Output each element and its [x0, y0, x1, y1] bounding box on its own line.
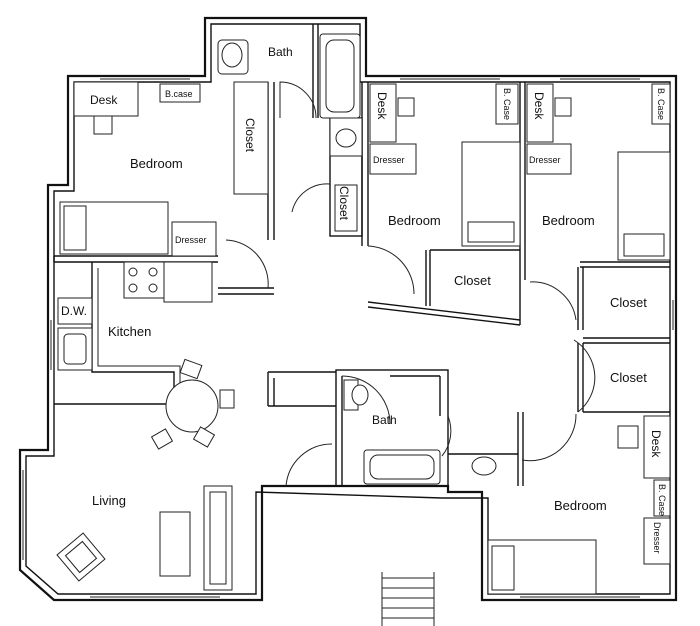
- bedroom-se-furniture: [487, 415, 671, 595]
- furniture-label-bcase-n1: B. Case: [502, 88, 512, 120]
- room-label-closet-hall: Closet: [337, 186, 351, 221]
- bath-top-fixtures: [217, 33, 363, 157]
- room-label-kitchen: Kitchen: [108, 324, 151, 339]
- bedroom-n1-furniture: [369, 83, 521, 247]
- furniture-label-bcase-nw: B.case: [165, 89, 193, 99]
- kitchen-fixtures: [57, 261, 213, 371]
- bedroom-nw-furniture: [59, 81, 269, 257]
- doors: [225, 81, 596, 487]
- room-label-living: Living: [92, 493, 126, 508]
- bedroom-n2-furniture: [526, 83, 671, 261]
- furniture-label-bcase-se: B. Case: [657, 484, 667, 516]
- exterior-walls: [18, 16, 678, 602]
- dining-table: [150, 358, 235, 450]
- room-label-bath-mid: Bath: [372, 413, 397, 427]
- furniture-label-desk-nw: Desk: [90, 93, 118, 107]
- furniture-label-dresser-se: Dresser: [652, 522, 662, 554]
- entry-stairs: [381, 572, 435, 626]
- furniture-label-dishwasher: D.W.: [61, 304, 87, 318]
- furniture-label-dresser-n2: Dresser: [529, 155, 561, 165]
- room-label-bedroom-se: Bedroom: [554, 498, 607, 513]
- room-label-bedroom-n1: Bedroom: [388, 213, 441, 228]
- furniture-label-desk-n1: Desk: [375, 92, 389, 120]
- room-label-closet-e2: Closet: [610, 370, 647, 385]
- furniture-label-desk-n2: Desk: [532, 92, 546, 120]
- furniture-label-dresser-n1: Dresser: [373, 155, 405, 165]
- furniture-label-desk-se: Desk: [649, 430, 663, 458]
- room-label-bath-top: Bath: [268, 45, 293, 59]
- room-label-closet-n1: Closet: [454, 273, 491, 288]
- interior-walls: [53, 24, 670, 487]
- room-label-bedroom-n2: Bedroom: [542, 213, 595, 228]
- windows: [22, 78, 674, 598]
- room-label-closet-e1: Closet: [610, 295, 647, 310]
- room-label-bedroom-nw: Bedroom: [130, 156, 183, 171]
- living-furniture: [56, 485, 233, 591]
- bath-mid-fixtures: [343, 379, 497, 485]
- room-label-closet-nw: Closet: [243, 118, 257, 153]
- furniture-label-dresser-nw: Dresser: [175, 235, 207, 245]
- furniture-label-bcase-n2: B. Case: [656, 88, 666, 120]
